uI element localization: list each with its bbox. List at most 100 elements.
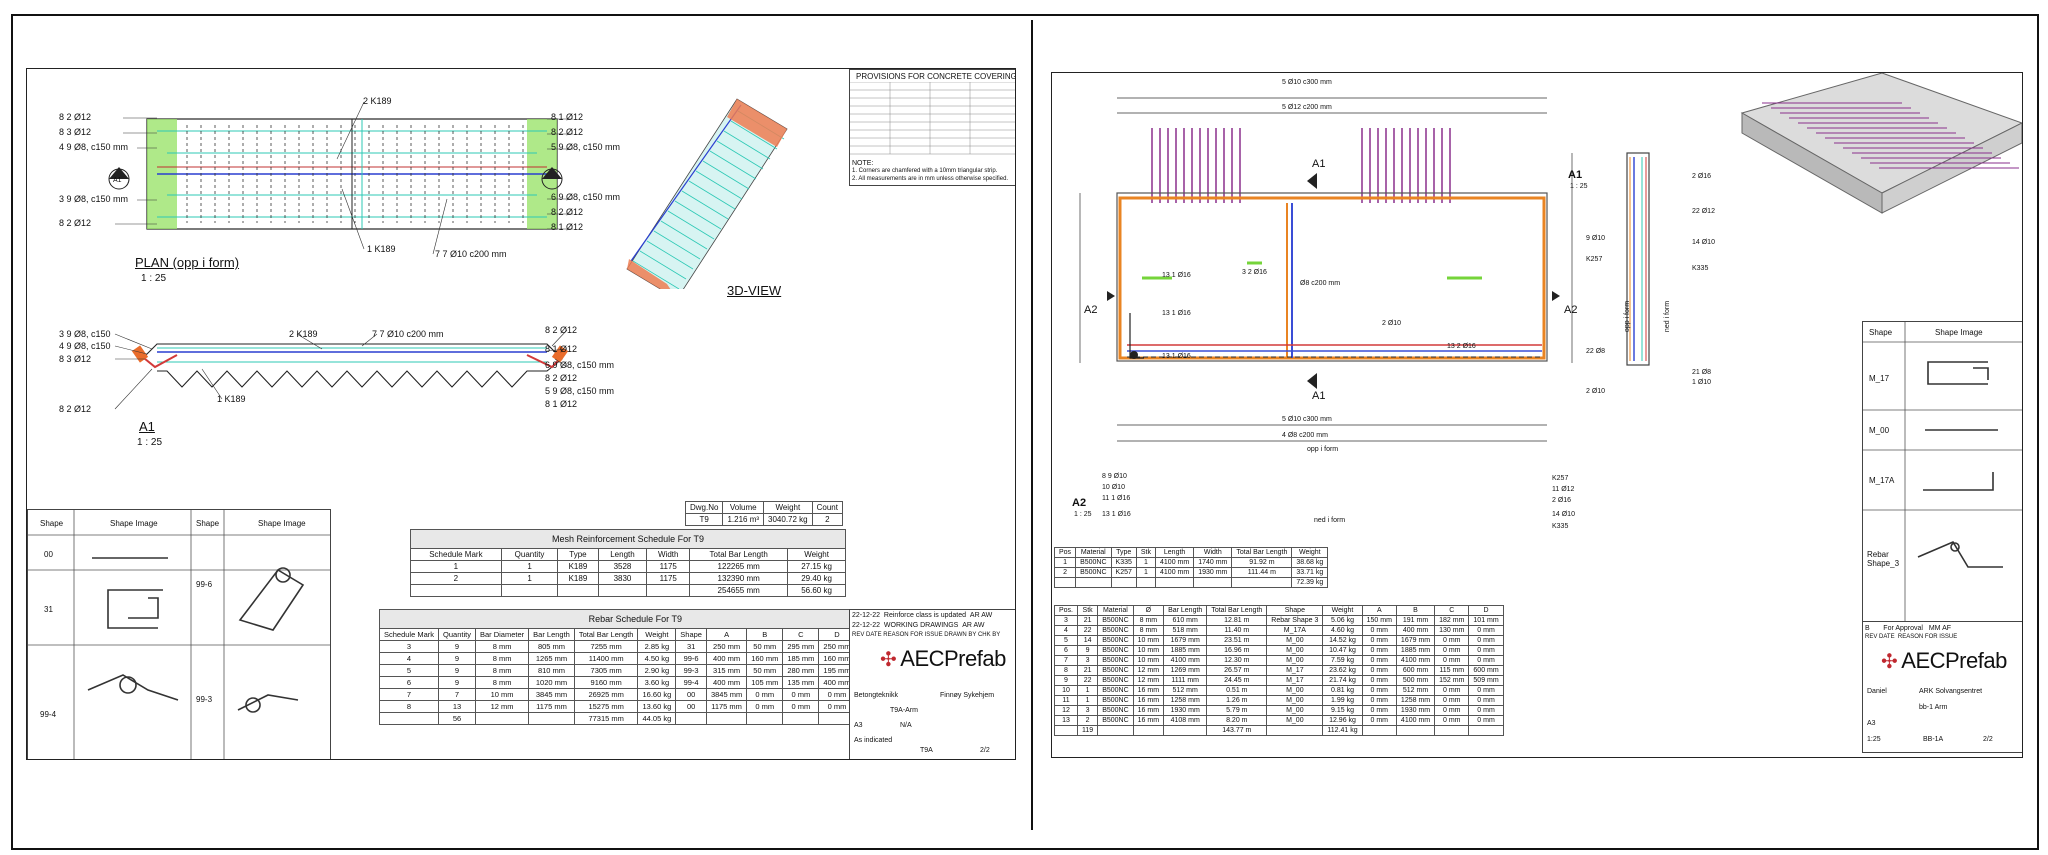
- rebar-row-cell: 1258 mm: [1163, 695, 1208, 706]
- rebar-row-cell: 1679 mm: [1163, 635, 1208, 646]
- rebar-row-cell: 7: [438, 688, 476, 701]
- side-label: 22 Ø8: [1586, 348, 1606, 355]
- side-label: 21 Ø8: [1692, 369, 1712, 376]
- rebar-row-cell: 99-4: [675, 676, 707, 689]
- dwg-cell: 1.216 m³: [722, 513, 765, 526]
- shape-code: M_00: [1869, 426, 1890, 435]
- rebar-row-cell: 5.06 kg: [1322, 615, 1363, 626]
- rebar-row-cell: 50 mm: [746, 640, 784, 653]
- dwg-cell: T9: [684, 513, 724, 526]
- rebar-row-cell: 115 mm: [1434, 665, 1470, 676]
- mesh-row-cell: 91.92 m: [1231, 557, 1293, 568]
- rebar-row-cell: 13: [438, 700, 476, 713]
- mesh-total-row-cell: [1193, 577, 1233, 588]
- rev-reason: WORKING DRAWINGS: [883, 622, 959, 629]
- rebar-row-cell: 10.47 kg: [1322, 645, 1363, 656]
- shape-table-grid: [28, 510, 330, 759]
- sheet-size: A3: [854, 722, 863, 729]
- rebar-row-cell: 9: [438, 676, 476, 689]
- rebar-header-cell: Schedule Mark: [378, 628, 440, 641]
- rebar-row-cell: 130 mm: [1434, 625, 1470, 636]
- rebar-row-cell: B500NC: [1097, 685, 1134, 696]
- mesh-row-cell: 3830: [597, 572, 648, 585]
- mesh-row-cell: 1175: [646, 572, 691, 585]
- rebar-row-cell: 22: [1077, 625, 1099, 636]
- rebar-row-cell: 0 mm: [1434, 685, 1470, 696]
- rebar-row-cell: 0 mm: [782, 688, 820, 701]
- rebar-row-cell: 8 mm: [474, 676, 530, 689]
- shape-image-header: Shape Image: [110, 519, 158, 528]
- mesh-row-cell: 1: [1135, 557, 1157, 568]
- elevation-drawing: [1079, 97, 1560, 442]
- rebar-row-cell: 4100 mm: [1163, 655, 1208, 666]
- rebar-row-cell: 0 mm: [1361, 655, 1397, 666]
- rebar-row-cell: 4100 mm: [1395, 655, 1436, 666]
- mesh-row-cell: 4100 mm: [1155, 567, 1195, 578]
- a2-label: 13 1 Ø16: [1102, 511, 1131, 518]
- mesh-total-row-cell: 56.60 kg: [787, 584, 846, 597]
- rebar-row-cell: 1930 mm: [1163, 705, 1208, 716]
- mesh-row-cell: 1: [1135, 567, 1157, 578]
- rebar-row-cell: 7255 mm: [573, 640, 639, 653]
- rebar-row-cell: 1: [1077, 695, 1099, 706]
- mesh-total-row-cell: [1231, 577, 1293, 588]
- mesh-header-cell: Total Bar Length: [689, 548, 789, 561]
- rebar-row-cell: 518 mm: [1163, 625, 1208, 636]
- rebar-line: [702, 160, 750, 190]
- section-label: 8 2 Ø12: [545, 325, 578, 335]
- plan-label-mid: 1 K189: [367, 244, 396, 254]
- rebar-line: [646, 240, 694, 270]
- rebar-header-cell: Bar Length: [528, 628, 575, 641]
- mesh-row-cell: 1930 mm: [1193, 567, 1233, 578]
- shape-header: Shape: [40, 519, 64, 528]
- shape-code: 00: [44, 550, 53, 559]
- rebar-row-cell: 14: [1077, 635, 1099, 646]
- rebar-row-cell: 8 mm: [474, 640, 530, 653]
- rebar-header-cell: C: [1434, 605, 1470, 616]
- rebar-row-cell: 191 mm: [1395, 615, 1436, 626]
- rebar-row-cell: 0 mm: [1468, 715, 1504, 726]
- rebar-total-row-cell: [1361, 725, 1397, 736]
- mesh-row-cell: K257: [1110, 567, 1137, 578]
- rebar-line: [695, 170, 743, 200]
- rebar-row-cell: 7: [1053, 655, 1079, 666]
- rebar-header-cell: Ø: [1132, 605, 1165, 616]
- company-logo: ✣AECPrefab: [880, 646, 1006, 672]
- rebar-line: [688, 180, 736, 210]
- rebar-total-row-cell: [782, 712, 820, 725]
- rebar-row-cell: 500 mm: [1395, 675, 1436, 686]
- mesh-header-cell: Stk: [1135, 547, 1157, 558]
- rev-col: CHK BY: [977, 632, 1001, 638]
- section-label: 7 7 Ø10 c200 mm: [372, 329, 444, 339]
- rebar-row-cell: 0 mm: [1361, 665, 1397, 676]
- rebar-row-cell: 509 mm: [1468, 675, 1504, 686]
- section-label: 3 9 Ø8, c150: [59, 329, 111, 339]
- logo-mark-icon: ✣: [880, 649, 897, 671]
- rebar-header-cell: B: [1395, 605, 1436, 616]
- rebar-header-cell: Total Bar Length: [1206, 605, 1268, 616]
- rebar-row-cell: M_00: [1266, 635, 1324, 646]
- dwg-header: Weight: [763, 501, 813, 514]
- right-title-block: B For Approval MM AF REV DATE REASON FOR…: [1862, 621, 2022, 753]
- a2-label: 10 Ø10: [1102, 484, 1125, 491]
- sheet-number: 2/2: [980, 747, 990, 754]
- plan-label: 8 2 Ø12: [551, 127, 584, 137]
- client-name: Daniel: [1867, 688, 1887, 695]
- logo-text: AECPrefab: [1901, 648, 2007, 673]
- rebar-row-cell: 3: [1077, 655, 1099, 666]
- rebar-row-cell: 22: [1077, 675, 1099, 686]
- provisions-title: PROVISIONS FOR CONCRETE COVERING: [856, 72, 1016, 81]
- 3d-view-drawing: [626, 98, 788, 289]
- rebar-row-cell: 0 mm: [1434, 635, 1470, 646]
- section-label: 8 2 Ø12: [59, 404, 92, 414]
- rebar-row-cell: 16 mm: [1132, 685, 1165, 696]
- rebar-total-row-cell: [705, 712, 748, 725]
